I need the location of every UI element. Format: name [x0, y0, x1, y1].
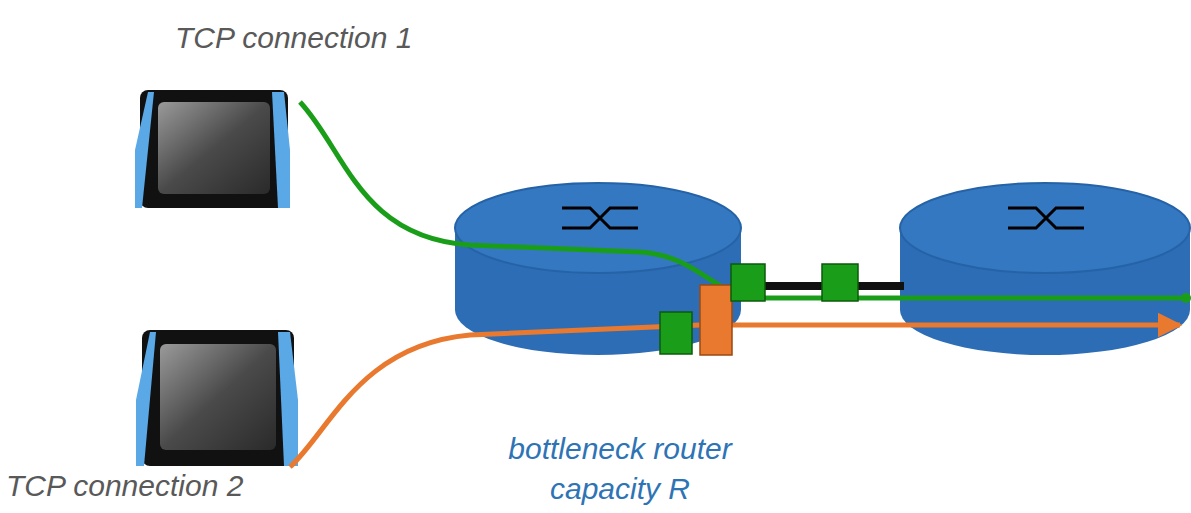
flow-end	[1181, 293, 1191, 303]
packet	[660, 312, 692, 354]
flow-line	[290, 325, 1180, 467]
computer-icon	[135, 90, 290, 208]
packet	[731, 264, 765, 301]
flow-label: TCP connection 2	[6, 466, 326, 506]
packet	[822, 264, 858, 301]
packet	[700, 285, 732, 355]
router-label: bottleneck router capacity R	[480, 429, 760, 509]
computer-icon	[136, 330, 298, 466]
router-symbol	[900, 183, 1190, 355]
flow-label: TCP connection 1	[175, 18, 495, 58]
